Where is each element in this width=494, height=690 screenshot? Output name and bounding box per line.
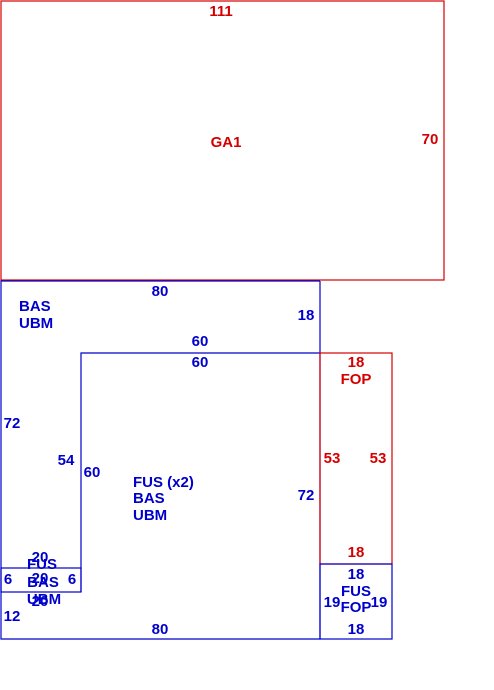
small-room-outline [0, 567, 82, 593]
fus-main-label-line1: FUS (x2) [133, 474, 194, 491]
small-room-left-dimension: 6 [4, 571, 12, 588]
fop-upper-left-dimension: 53 [324, 450, 341, 467]
ga1-top-dimension: 111 [209, 3, 232, 20]
small-room-top-dimension: 20 [32, 549, 49, 566]
fop-lower-label-line2: FOP [341, 599, 372, 616]
fop-upper-label: FOP [341, 371, 372, 388]
fop-lower-bottom-dimension: 18 [348, 621, 365, 638]
fop-lower-top-dimension: 18 [348, 566, 365, 583]
bas-outer-bottom-dimension: 80 [152, 621, 169, 638]
small-room-inner-dimension: 20 [32, 570, 49, 587]
fop-upper-top-dimension: 18 [348, 354, 365, 371]
ga1-right-dimension: 70 [422, 131, 439, 148]
fop-upper-right-dimension: 53 [370, 450, 387, 467]
fus-main-left-outer-dimension: 54 [58, 452, 75, 469]
ga1-outline [0, 0, 445, 281]
bas-outer-label-line2: UBM [19, 315, 53, 332]
bas-outer-inner-right-dimension: 18 [298, 307, 315, 324]
fop-lower-label-line1: FUS [341, 583, 371, 600]
fus-main-outline [80, 352, 320, 592]
bas-outer-label-line1: BAS [19, 298, 51, 315]
bas-outer-bottom-left-dimension: 12 [4, 608, 21, 625]
fus-main-top-inner-dimension: 60 [192, 354, 209, 371]
fus-main-top-outer-dimension: 60 [192, 333, 209, 350]
ga1-label: GA1 [211, 134, 242, 151]
fop-lower-outline [319, 563, 393, 640]
bas-outer-top-dimension: 80 [152, 283, 169, 300]
fop-lower-left-dimension: 19 [324, 594, 341, 611]
fus-main-left-inner-dimension: 60 [84, 464, 101, 481]
small-room-label-line2: BAS [27, 574, 59, 591]
small-room-bottom-dimension: 20 [32, 593, 49, 610]
small-room-right-dimension: 6 [68, 571, 76, 588]
fus-main-label-line2: BAS [133, 490, 165, 507]
fus-main-label-line3: UBM [133, 507, 167, 524]
fus-main-right-dimension: 72 [298, 487, 315, 504]
fop-upper-bottom-dimension: 18 [348, 544, 365, 561]
small-room-label-line1: FUS [27, 556, 57, 573]
bas-outer-left-dimension: 72 [4, 415, 21, 432]
small-room-label-line3: UBM [27, 591, 61, 608]
fop-lower-right-dimension: 19 [371, 594, 388, 611]
